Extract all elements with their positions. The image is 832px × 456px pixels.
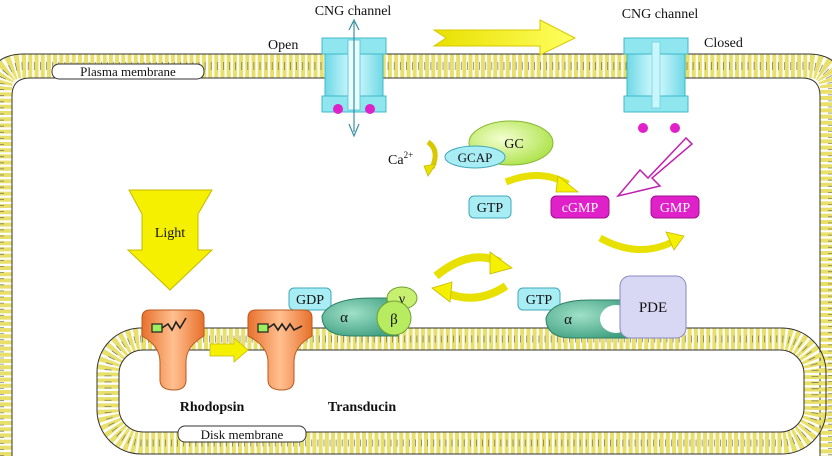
gmp-box: GMP [650,195,700,219]
disk-membrane-text: Disk membrane [201,427,284,442]
beta-label: β [390,312,398,328]
cng-channel-open [321,18,387,138]
cgmp-free-dot [670,123,680,133]
cgmp-bound-dot [365,104,375,114]
exchange-cycle-arrows [431,251,513,303]
cgmp-bound-dot [333,104,343,114]
alpha-right-label: α [564,312,572,328]
pde-enzyme: PDE [619,275,687,339]
cgmp-box: cGMP [550,195,610,219]
plasma-membrane [0,53,832,456]
open-label: Open [268,38,298,53]
cgmp-free-dot [638,123,648,133]
pde-label: PDE [639,300,667,316]
cng-channel-closed [623,37,689,113]
gcap-protein: GCAP [444,145,506,169]
transducin-alpha-right: α [545,299,633,339]
gtp-bottom-label: GTP [526,293,553,308]
rhodopsin-label: Rhodopsin [180,400,245,415]
rhodopsin-activated [247,309,313,391]
gtp-top-label: GTP [477,201,504,216]
cng-channel-right-label: CNG channel [622,7,699,22]
gdp-box: GDP [288,287,332,311]
magenta-arrow [615,136,694,198]
calcium-superscript: 2+ [404,150,414,160]
plasma-membrane-text: Plasma membrane [80,64,176,79]
gc-curved-arrow [504,171,580,193]
closed-label: Closed [704,36,743,51]
calcium-arrow [423,139,438,177]
gmp-label: GMP [660,201,691,216]
transducin-beta: β [376,300,412,336]
calcium-label: Ca2+ [388,150,413,168]
calcium-base: Ca [388,153,404,168]
alpha-left-label: α [340,310,348,326]
gtp-box-top: GTP [468,195,512,219]
transition-arrow [432,19,577,56]
cgmp-label: cGMP [562,201,599,216]
rhodopsin-inactive [141,309,205,391]
gamma-label: γ [398,292,405,307]
disk-membrane-label: Disk membrane [177,425,307,443]
light-label: Light [155,226,185,241]
gdp-label: GDP [296,293,324,308]
activation-arrow [209,337,249,363]
gcap-label: GCAP [458,150,493,165]
transducin-label: Transducin [328,400,396,415]
pde-curved-arrow [598,231,685,253]
gtp-box-bottom: GTP [517,287,561,311]
light-arrow: Light [126,189,214,291]
gc-label: GC [504,137,523,152]
cng-channel-left-label: CNG channel [315,4,392,19]
plasma-membrane-label: Plasma membrane [51,63,205,80]
